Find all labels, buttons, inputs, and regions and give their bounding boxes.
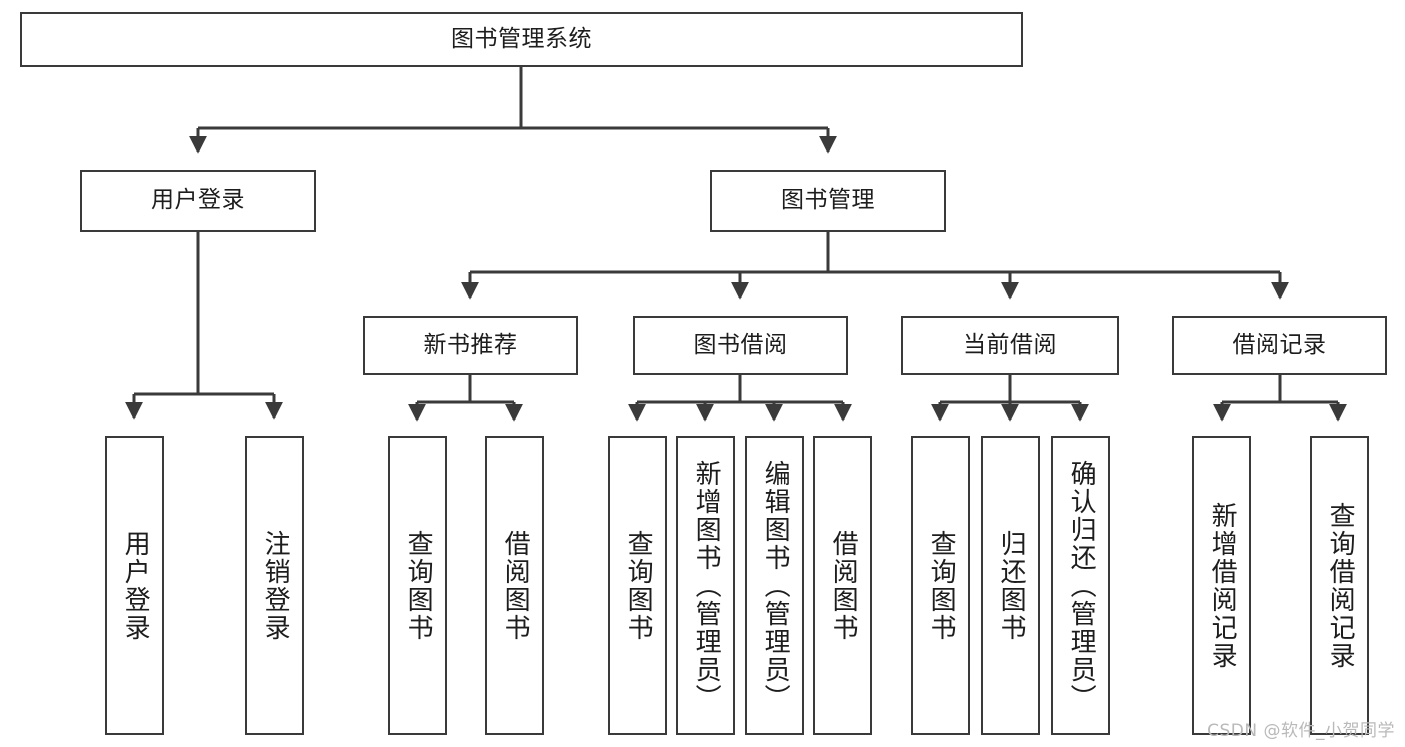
node-root-book-management-system[interactable]: 图书管理系统: [20, 12, 1023, 67]
leaf-add-book-admin[interactable]: 新增图书（管理员）: [676, 436, 735, 735]
node-label: 借阅图书: [828, 529, 859, 642]
node-label: 查询图书: [623, 529, 654, 642]
node-label: 新增图书（管理员）: [691, 459, 722, 712]
node-label: 用户登录: [120, 529, 151, 642]
node-label: 编辑图书（管理员）: [760, 459, 791, 712]
leaf-add-borrow-record[interactable]: 新增借阅记录: [1192, 436, 1251, 735]
leaf-borrow-books[interactable]: 借阅图书: [813, 436, 872, 735]
node-label: 查询图书: [926, 529, 957, 642]
leaf-query-books-borrow[interactable]: 查询图书: [608, 436, 667, 735]
node-label: 新增借阅记录: [1207, 501, 1238, 670]
node-label: 查询图书: [403, 529, 434, 642]
node-label: 当前借阅: [963, 331, 1057, 358]
leaf-query-books-recommend[interactable]: 查询图书: [388, 436, 447, 735]
node-label: 新书推荐: [423, 331, 518, 358]
node-label: 图书管理系统: [451, 25, 592, 52]
node-current-borrowing[interactable]: 当前借阅: [901, 316, 1119, 375]
leaf-return-books[interactable]: 归还图书: [981, 436, 1040, 735]
leaf-query-books-current[interactable]: 查询图书: [911, 436, 970, 735]
leaf-logout[interactable]: 注销登录: [245, 436, 304, 735]
node-label: 借阅图书: [500, 529, 531, 642]
leaf-edit-book-admin[interactable]: 编辑图书（管理员）: [745, 436, 804, 735]
node-borrowing-records[interactable]: 借阅记录: [1172, 316, 1387, 375]
watermark-text: CSDN @软件_小贺同学: [1207, 721, 1395, 741]
node-label: 借阅记录: [1232, 331, 1327, 358]
leaf-confirm-return-admin[interactable]: 确认归还（管理员）: [1051, 436, 1110, 735]
node-label: 归还图书: [996, 529, 1027, 642]
node-new-book-recommendation[interactable]: 新书推荐: [363, 316, 578, 375]
node-label: 查询借阅记录: [1325, 501, 1356, 670]
node-label: 图书管理: [781, 187, 875, 214]
leaf-user-login[interactable]: 用户登录: [105, 436, 164, 735]
node-label: 确认归还（管理员）: [1066, 459, 1097, 712]
node-user-login[interactable]: 用户登录: [80, 170, 316, 232]
node-label: 注销登录: [260, 529, 291, 642]
node-label: 图书借阅: [693, 331, 788, 358]
leaf-borrow-books-recommend[interactable]: 借阅图书: [485, 436, 544, 735]
node-label: 用户登录: [151, 187, 245, 214]
leaf-query-borrow-record[interactable]: 查询借阅记录: [1310, 436, 1369, 735]
node-book-borrowing[interactable]: 图书借阅: [633, 316, 848, 375]
node-book-management[interactable]: 图书管理: [710, 170, 946, 232]
